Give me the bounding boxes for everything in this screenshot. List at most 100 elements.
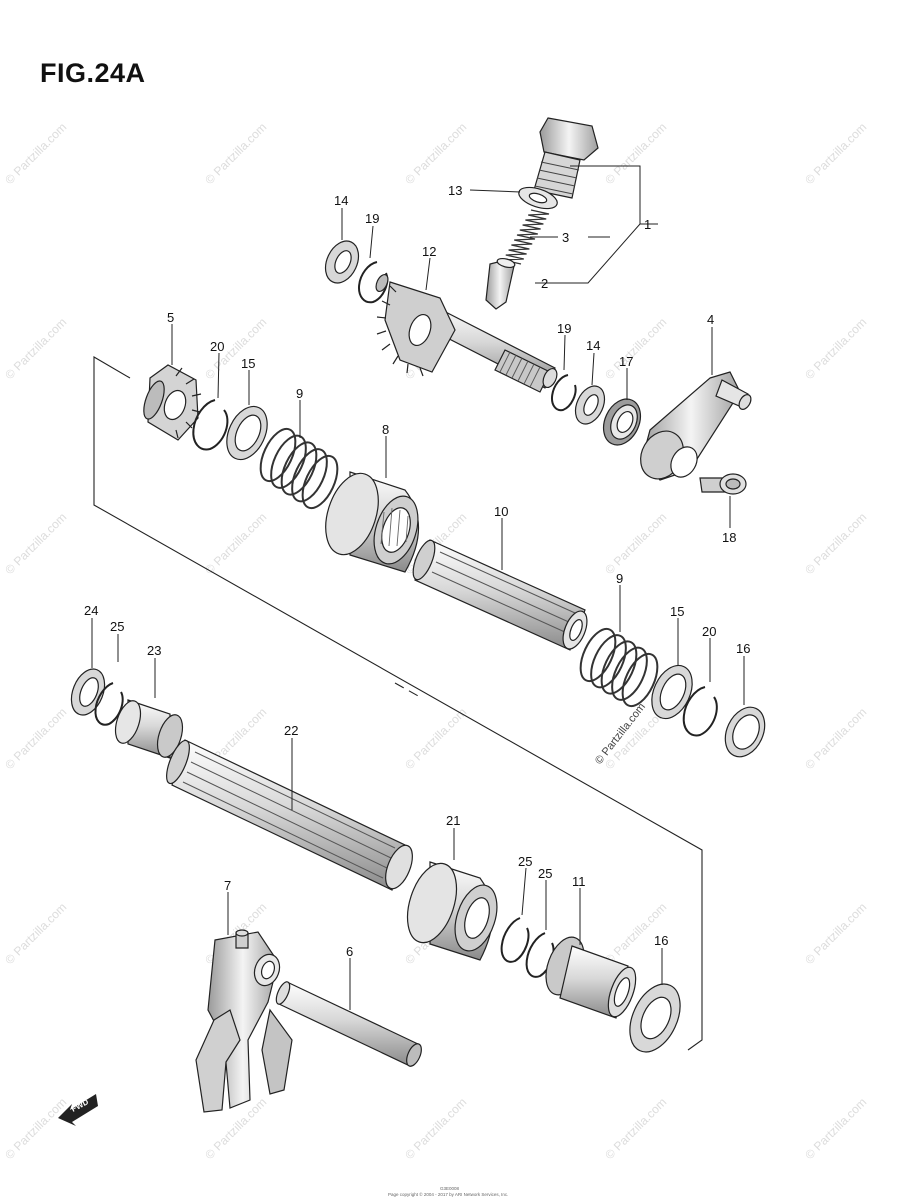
part-20-circlip-upper — [192, 399, 229, 451]
watermark-text: © Partzilla.com — [602, 1095, 669, 1162]
part-9-spring-lower — [579, 627, 659, 708]
watermark-text: © Partzilla.com — [2, 1095, 69, 1162]
watermark-text: © Partzilla.com — [802, 510, 869, 577]
part-20-circlip-lower — [682, 686, 718, 737]
watermark-text: © Partzilla.com — [802, 1095, 869, 1162]
part-5-gearshift-cam-stopper — [143, 364, 202, 441]
watermark-text: © Partzilla.com — [202, 510, 269, 577]
part-10-shift-shaft — [412, 539, 588, 651]
callout-7: 7 — [224, 878, 231, 893]
callout-20-upper: 20 — [210, 339, 224, 354]
assembly-outline — [93, 356, 703, 1051]
callout-24: 24 — [84, 603, 98, 618]
part-17-oil-seal — [602, 398, 642, 446]
part-25-circlip-left — [94, 682, 124, 726]
part-16-washer-upper — [724, 706, 766, 758]
leader-lines — [91, 165, 745, 1010]
callout-25-mid-a: 25 — [518, 854, 532, 869]
spring-coil — [621, 652, 659, 708]
callout-5: 5 — [167, 310, 174, 325]
callout-11: 11 — [572, 874, 586, 889]
callout-23: 23 — [147, 643, 161, 658]
spring-coil — [291, 448, 328, 503]
part-11-bearing-sleeve — [545, 936, 637, 1019]
callout-9-lower: 9 — [616, 571, 623, 586]
callout-6: 6 — [346, 944, 353, 959]
part-13-washer — [518, 186, 558, 210]
part-24-washer — [70, 668, 106, 716]
part-14-washer-mid — [574, 385, 606, 425]
callout-8: 8 — [382, 422, 389, 437]
watermark-text: © Partzilla.com — [2, 510, 69, 577]
callout-25-mid-b: 25 — [538, 866, 552, 881]
callout-10: 10 — [494, 504, 508, 519]
callout-13: 13 — [448, 183, 462, 198]
part-9-spring-upper — [259, 427, 339, 510]
footer-copyright: Page copyright © 2004 - 2017 by ARI Netw… — [388, 1191, 508, 1197]
watermark-text: © Partzilla.com — [802, 900, 869, 967]
watermark-text: © Partzilla.com — [202, 120, 269, 187]
callout-25-left: 25 — [110, 619, 124, 634]
callout-15-lower: 15 — [670, 604, 684, 619]
watermark-text: © Partzilla.com — [2, 120, 69, 187]
part-18-bolt — [699, 473, 747, 495]
watermark-text: © Partzilla.com — [402, 705, 469, 772]
part-21-shift-drum — [406, 861, 498, 961]
watermark-text: © Partzilla.com — [802, 315, 869, 382]
spring-coil — [600, 640, 638, 695]
watermark-text: © Partzilla.com — [602, 510, 669, 577]
callout-labels: 1 2 3 4 5 6 7 8 9 9 10 11 12 13 14 14 15… — [84, 183, 750, 959]
callout-21: 21 — [446, 813, 460, 828]
part-3-detent-spring — [502, 209, 550, 265]
callout-2: 2 — [541, 276, 548, 291]
part-8-gearshift-cam-drum — [325, 471, 420, 573]
part-15-washer-lower — [651, 664, 693, 720]
part-1-detent-bolt — [533, 117, 599, 199]
part-6-fork-shaft — [275, 981, 422, 1067]
callout-15-upper: 15 — [241, 356, 255, 371]
callout-3: 3 — [562, 230, 569, 245]
callout-9-upper: 9 — [296, 386, 303, 401]
callout-4: 4 — [707, 312, 714, 327]
watermark-text: © Partzilla.com — [802, 705, 869, 772]
part-12-gearshift-shaft — [375, 273, 558, 393]
part-25-circlip-a — [500, 917, 530, 963]
part-4-gearshift-arm — [640, 371, 752, 481]
spring-coil — [301, 454, 339, 510]
watermark-text: © Partzilla.com — [602, 315, 669, 382]
spring-coil — [579, 627, 617, 683]
watermark-text: © Partzilla.com — [402, 1095, 469, 1162]
spring-coil — [590, 634, 627, 689]
part-19-circlip-mid — [551, 374, 577, 412]
callout-18: 18 — [722, 530, 736, 545]
callout-22: 22 — [284, 723, 298, 738]
spring-coil — [611, 646, 648, 701]
watermark-text: © Partzilla.com — [602, 120, 669, 187]
part-15-washer-upper — [226, 405, 268, 461]
callout-16-upper: 16 — [736, 641, 750, 656]
watermark-text: © Partzilla.com — [2, 705, 69, 772]
spring-coil — [280, 441, 318, 496]
footer-code: G3E0008 — [440, 1186, 460, 1191]
callout-14-mid: 14 — [586, 338, 600, 353]
callout-12: 12 — [422, 244, 436, 259]
callout-16-lower: 16 — [654, 933, 668, 948]
watermark-text: © Partzilla.com — [2, 315, 69, 382]
part-22-shift-cam-shaft — [166, 739, 413, 891]
spring-coil — [259, 427, 297, 483]
callout-19-mid: 19 — [557, 321, 571, 336]
figure-title: FIG.24A — [40, 58, 146, 88]
watermark-text: © Partzilla.com — [802, 120, 869, 187]
watermark-text: © Partzilla.com — [402, 120, 469, 187]
callout-14-upper: 14 — [334, 193, 348, 208]
part-7-gearshift-fork — [195, 929, 293, 1113]
part-14-washer-upper — [324, 240, 360, 284]
part-16-washer-lower — [629, 983, 681, 1053]
part-2-detent-pin — [485, 257, 516, 310]
watermark-text: © Partzilla.com — [2, 900, 69, 967]
callout-19-upper: 19 — [365, 211, 379, 226]
callout-20-lower: 20 — [702, 624, 716, 639]
part-23-bearing — [114, 699, 184, 759]
callout-1: 1 — [644, 217, 651, 232]
